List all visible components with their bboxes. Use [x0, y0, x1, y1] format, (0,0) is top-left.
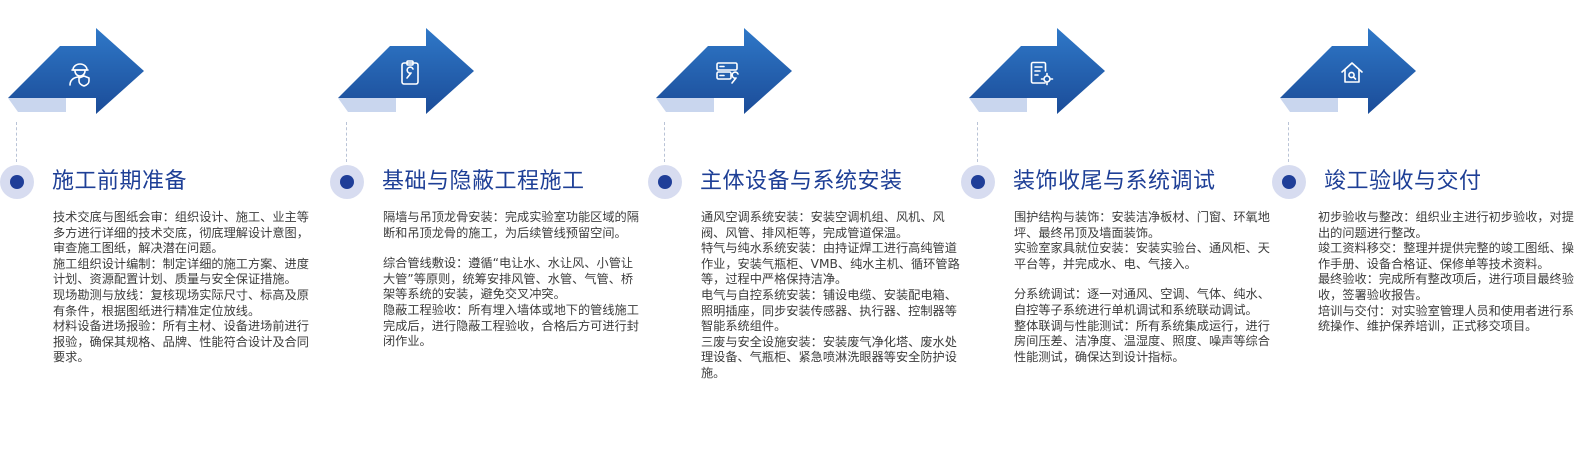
- stage-description: 围护结构与装饰：安装洁净板材、门窗、环氧地坪、最终吊顶及墙面装饰。 实验室家具就…: [1014, 210, 1276, 365]
- stage-arrow: [8, 26, 148, 118]
- timeline-node: [648, 165, 682, 199]
- stage-arrow: [338, 26, 478, 118]
- stage-title: 施工前期准备: [52, 169, 188, 194]
- list-item: 围护结构与装饰：安装洁净板材、门窗、环氧地坪、最终吊顶及墙面装饰。: [1014, 210, 1270, 240]
- clipboard-wrench-icon: [401, 60, 419, 85]
- list-item: 隔墙与吊顶龙骨安装：完成实验室功能区域的隔断和吊顶龙骨的施工，为后续管线预留空间…: [383, 210, 639, 240]
- stage-description: 隔墙与吊顶龙骨安装：完成实验室功能区域的隔断和吊顶龙骨的施工，为后续管线预留空间…: [383, 210, 643, 350]
- timeline-node: [0, 165, 34, 199]
- connector-line: [664, 122, 665, 162]
- list-item: 特气与纯水系统安装：由持证焊工进行高纯管道作业，安装气瓶柜、VMB、纯水主机、循…: [701, 241, 960, 287]
- stage-description: 技术交底与图纸会审：组织设计、施工、业主等多方进行详细的技术交底，彻底理解设计意…: [53, 210, 315, 366]
- list-item: 综合管线敷设：遵循“电让水、水让风、小管让大管”等原则，统筹安排风管、水管、气管…: [383, 256, 634, 302]
- stage-title: 主体设备与系统安装: [700, 169, 903, 194]
- list-item: 整体联调与性能测试：所有系统集成运行，进行房间压差、洁净度、温湿度、照度、噪声等…: [1014, 318, 1270, 364]
- stage-title: 装饰收尾与系统调试: [1013, 169, 1216, 194]
- timeline-node: [1272, 165, 1306, 199]
- connector-line: [346, 122, 347, 162]
- list-item: 材料设备进场报验：所有主材、设备进场前进行报验，确保其规格、品牌、性能符合设计及…: [53, 319, 309, 365]
- server-wrench-icon: [716, 62, 739, 84]
- list-item: 技术交底与图纸会审：组织设计、施工、业主等多方进行详细的技术交底，彻底理解设计意…: [53, 210, 309, 256]
- list-item: 实验室家具就位安装：安装实验台、通风柜、天平台等，并完成水、电、气接入。: [1014, 241, 1270, 271]
- list-item: 隐蔽工程验收：所有埋入墙体或地下的管线施工完成后，进行隐蔽工程验收，合格后方可进…: [383, 302, 639, 349]
- list-item: 竣工资料移交：整理并提供完整的竣工图纸、操作手册、设备合格证、保修单等技术资料。: [1318, 241, 1574, 271]
- stage-arrow: [1280, 26, 1420, 118]
- list-item: 施工组织设计编制：制定详细的施工方案、进度计划、资源配置计划、质量与安全保证措施…: [53, 256, 309, 287]
- list-item: 三废与安全设施安装：安装废气净化塔、废水处理设备、气瓶柜、紧急喷淋洗眼器等安全防…: [701, 334, 957, 380]
- home-search-icon: [1341, 62, 1363, 83]
- list-item: 电气与自控系统安装：铺设电缆、安装配电箱、照明插座，同步安装传感器、执行器、控制…: [701, 287, 957, 334]
- connector-line: [16, 122, 17, 162]
- stage-arrow: [656, 26, 796, 118]
- timeline-node: [330, 165, 364, 199]
- connector-line: [977, 122, 978, 162]
- list-item: 初步验收与整改：组织业主进行初步验收，对提出的问题进行整改。: [1318, 210, 1574, 240]
- stage-description: 初步验收与整改：组织业主进行初步验收，对提出的问题进行整改。 竣工资料移交：整理…: [1318, 210, 1586, 335]
- list-item: 最终验收：完成所有整改项后，进行项目最终验收，签署验收报告。: [1318, 272, 1574, 302]
- worker-shield-icon: [69, 63, 90, 87]
- stage-title: 竣工验收与交付: [1324, 169, 1482, 194]
- connector-line: [1288, 122, 1289, 162]
- list-item: 培训与交付：对实验室管理人员和使用者进行系统操作、维护保养培训，正式移交项目。: [1318, 303, 1574, 334]
- stage-title: 基础与隐蔽工程施工: [382, 169, 585, 194]
- list-item: 现场勘测与放线：复核现场实际尺寸、标高及原有条件，根据图纸进行精准定位放线。: [53, 287, 309, 318]
- document-settings-icon: [1030, 61, 1054, 86]
- stage-arrow: [969, 26, 1109, 118]
- list-item: 通风空调系统安装：安装空调机组、风机、风阀、风管、排风柜等，完成管道保温。: [701, 210, 945, 240]
- stage-description: 通风空调系统安装：安装空调机组、风机、风阀、风管、排风柜等，完成管道保温。 特气…: [701, 210, 963, 382]
- timeline-node: [961, 165, 995, 199]
- list-item: 分系统调试：逐一对通风、空调、气体、纯水、自控等子系统进行单机调试和系统联动调试…: [1014, 287, 1270, 317]
